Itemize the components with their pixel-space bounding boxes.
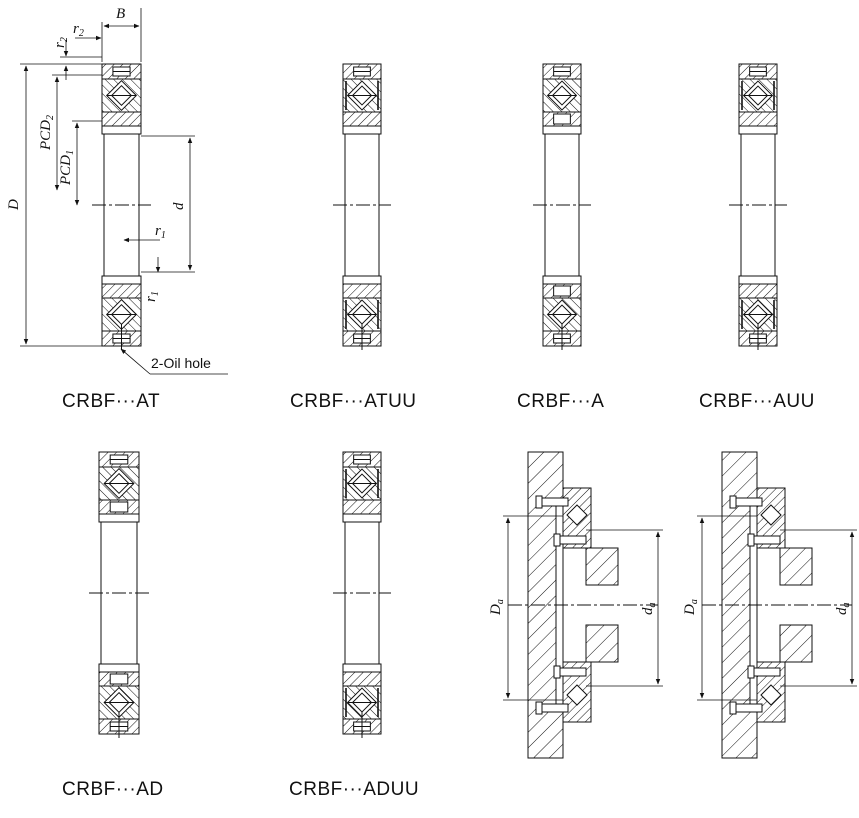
bolt-3: [751, 667, 781, 677]
label-r1-horizontal: r1: [155, 223, 166, 241]
bolt-2: [733, 703, 763, 713]
bolt-head-1: [553, 533, 561, 547]
label-r2-vertical: r2: [52, 37, 70, 48]
bolt-head-3: [747, 665, 755, 679]
label-Da-2: Da: [682, 599, 700, 616]
housing-assembly-2: [702, 451, 852, 759]
caption-crbf-at: CRBF···AT: [62, 391, 161, 412]
bearing-4: [729, 63, 787, 350]
inner-ring-strip: [342, 283, 382, 299]
ring-section-2b: [342, 275, 382, 347]
ring-section-5a: [98, 451, 140, 523]
bolt-head-1: [747, 533, 755, 547]
inner-ring-strip: [738, 111, 778, 127]
ring-section-2a: [342, 63, 382, 135]
inner-ring-strip: [342, 111, 382, 127]
shaft-upper: [585, 547, 619, 586]
label-r2-horizontal-sub: 2: [79, 28, 84, 39]
bolt-head-3: [553, 665, 561, 679]
label-Da-1-sub: a: [495, 599, 506, 604]
housing-assembly-1: [508, 451, 658, 759]
label-B: B: [116, 6, 125, 22]
label-Da-2-sub: a: [689, 599, 700, 604]
ring-section-6a: [342, 451, 382, 523]
bearing-5: [89, 451, 149, 738]
label-PCD2-sub: 2: [45, 115, 56, 120]
caption-crbf-a: CRBF···A: [517, 391, 605, 412]
roller-bottom: [566, 684, 588, 706]
label-da-1-sub: a: [647, 603, 658, 608]
caption-crbf-atuu: CRBF···ATUU: [290, 391, 417, 412]
roller-top: [566, 504, 588, 526]
bearing-2: [333, 63, 391, 350]
caption-crbf-auu: CRBF···AUU: [699, 391, 815, 412]
bolt-3: [557, 667, 587, 677]
bolt-head-2: [535, 701, 543, 715]
bolt-head-2: [729, 701, 737, 715]
inner-ring-strip: [101, 283, 142, 299]
bolt-head-0: [535, 495, 543, 509]
shaft-upper: [779, 547, 813, 586]
label-PCD1: PCD1: [58, 150, 76, 186]
label-r2-vertical-sub: 2: [59, 37, 70, 42]
inner-bolt-hole: [109, 501, 129, 513]
inner-bolt-hole: [553, 113, 571, 125]
label-r1-vertical-sub: 1: [150, 291, 161, 296]
roller-bottom: [760, 684, 782, 706]
bolt-0: [733, 497, 763, 507]
inner-ring-strip: [342, 499, 382, 515]
label-D: D: [6, 199, 22, 211]
label-r1-vertical: r1: [143, 291, 161, 302]
ring-section-3a: [542, 63, 582, 135]
ring-section-1a: [101, 63, 142, 135]
inner-ring-strip: [101, 111, 142, 127]
bolt-0: [539, 497, 569, 507]
bolt-1: [557, 535, 587, 545]
roller-top: [760, 504, 782, 526]
bearing-3: [533, 63, 591, 350]
label-da-2-sub: a: [841, 603, 852, 608]
label-da-2: da: [834, 603, 852, 616]
bolt-head-0: [729, 495, 737, 509]
bearing-6: [333, 451, 391, 738]
bearing-1: [92, 63, 151, 350]
label-PCD1-sub: 1: [65, 150, 76, 155]
label-r2-horizontal: r2: [73, 21, 84, 39]
inner-bolt-hole: [109, 673, 129, 685]
caption-crbf-aduu: CRBF···ADUU: [289, 779, 420, 800]
label-Da-1: Da: [488, 599, 506, 616]
ring-section-4a: [738, 63, 778, 135]
callout-leader: [120, 348, 151, 375]
label-d: d: [171, 202, 187, 210]
label-r1-horizontal-sub: 1: [161, 230, 166, 241]
inner-ring-strip: [342, 671, 382, 687]
bolt-2: [539, 703, 569, 713]
inner-ring-strip: [738, 283, 778, 299]
inner-bolt-hole: [553, 285, 571, 297]
caption-crbf-ad: CRBF···AD: [62, 779, 164, 800]
label-da-1: da: [640, 603, 658, 616]
label-PCD2: PCD2: [38, 115, 56, 151]
shaft-lower: [779, 624, 813, 663]
bolt-1: [751, 535, 781, 545]
shaft-lower: [585, 624, 619, 663]
oil-hole-label: 2-Oil hole: [151, 355, 211, 371]
